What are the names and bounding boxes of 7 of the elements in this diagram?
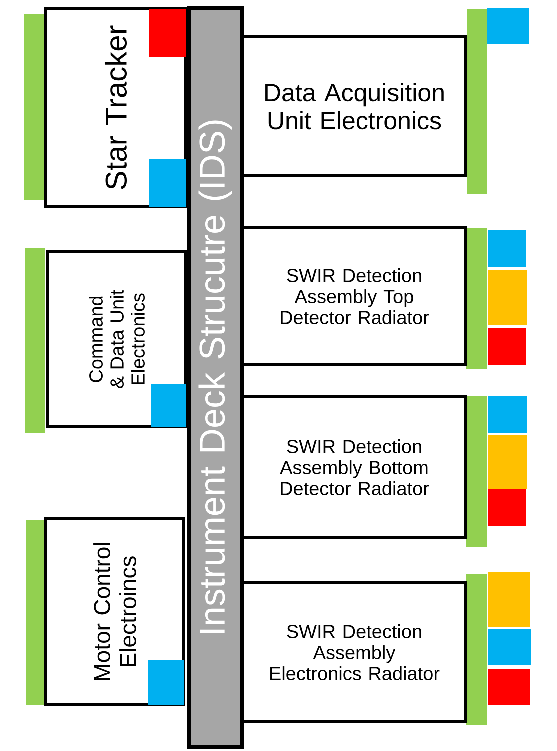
component-box: Motor Control Electroincs xyxy=(44,518,186,706)
component-box: Data Acquisition Unit Electronics xyxy=(242,36,468,178)
component-box: SWIR Detection Assembly Bottom Detector Radiator xyxy=(242,396,468,540)
component-box: SWIR Detection Assembly Electronics Radiator xyxy=(242,582,468,724)
component-box: SWIR Detection Assembly Top Detector Radiator xyxy=(242,226,468,366)
component-box: Command & Data Unit Electronics xyxy=(46,250,188,428)
structure-bar: Instrument Deck Strucutre (IDS) xyxy=(187,6,244,749)
